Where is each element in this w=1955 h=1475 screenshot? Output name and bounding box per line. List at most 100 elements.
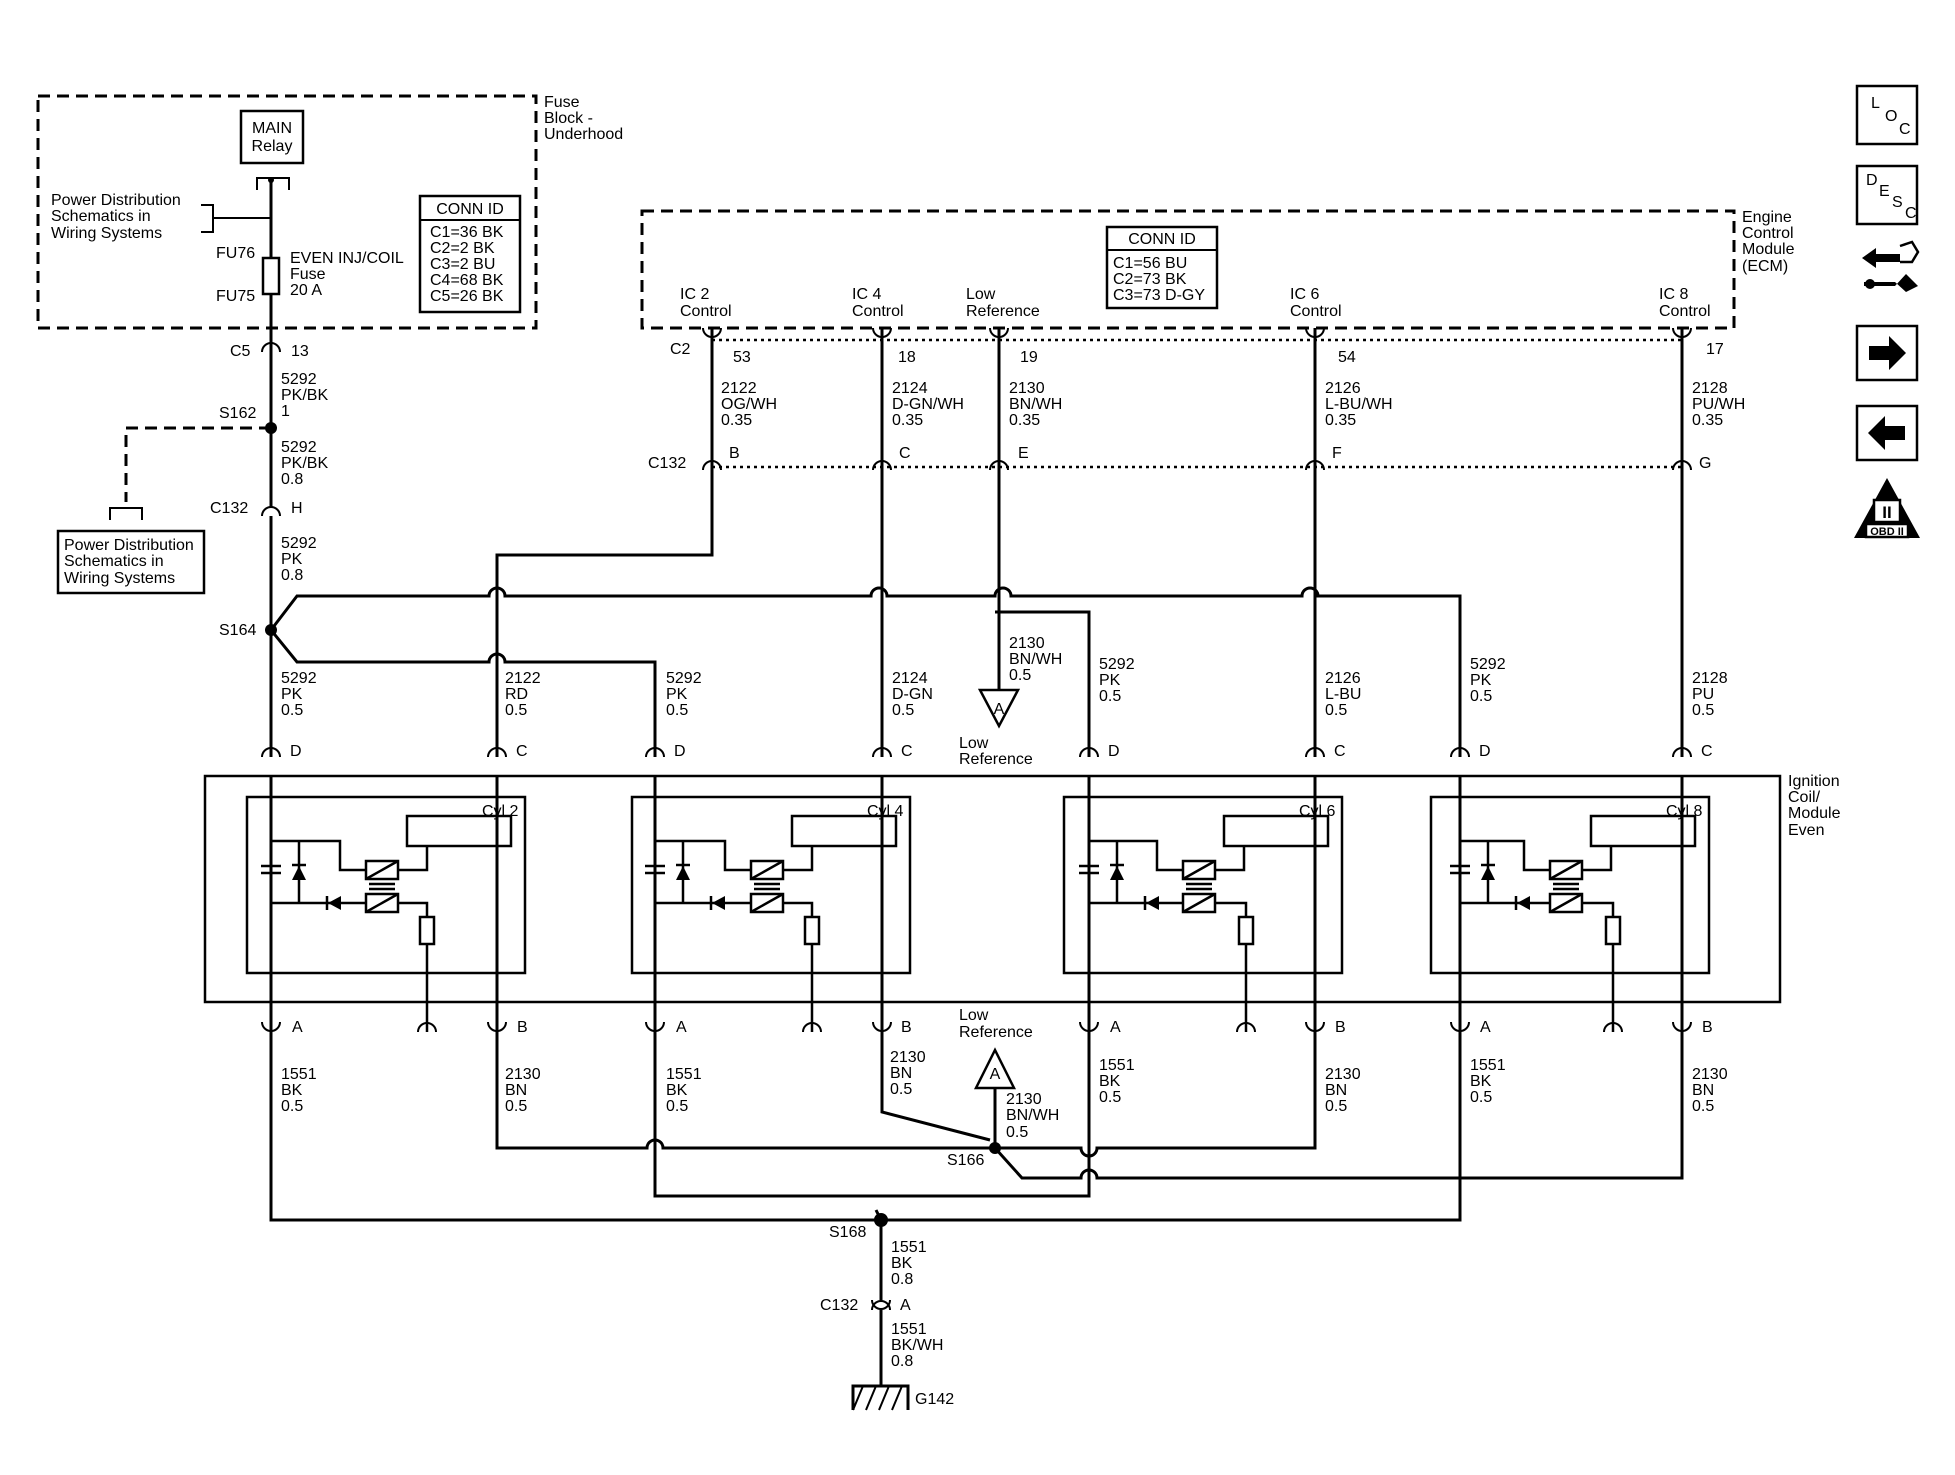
lowref-upper-2: Reference <box>959 751 1033 768</box>
c132-pin-c: C <box>899 445 911 462</box>
nav-desc-button[interactable]: D E S C <box>1855 164 1919 226</box>
cylinder-circuit-4: Cyl 4 <box>630 776 912 1032</box>
lower-b-2-a: 2130 <box>890 1049 926 1066</box>
lower-a-3-a: 1551 <box>1099 1057 1135 1074</box>
ground-wire1-3: 0.8 <box>891 1271 913 1288</box>
arrow-left-icon <box>1868 416 1905 450</box>
lower-a-2-c: 0.5 <box>666 1098 688 1115</box>
fuse-label-1: EVEN INJ/COIL <box>290 250 404 267</box>
coil-module-title-1: Ignition <box>1788 773 1840 790</box>
pin-a-2: A <box>676 1019 687 1036</box>
ecm-pin-lowref-2: Reference <box>966 303 1040 320</box>
pin-b-1: B <box>517 1019 528 1036</box>
even-inj-coil-fuse: FU76 FU75 EVEN INJ/COIL Fuse 20 A <box>216 180 404 352</box>
offpage-a-upper-letter: A <box>994 701 1005 718</box>
coil-module-title-4: Even <box>1788 822 1824 839</box>
ecm-conn-id-3: C3=73 D-GY <box>1113 287 1205 304</box>
ecm-pin-ic2-2: Control <box>680 303 732 320</box>
fuse-block-title-2: Block - <box>544 110 593 127</box>
fuse-label-3: 20 A <box>290 282 322 299</box>
lower-a-4-b: BK <box>1470 1073 1492 1090</box>
power-feed: C5 13 5292 PK/BK 1 S162 Power Distributi… <box>56 342 1462 757</box>
c5-pin: 13 <box>291 343 309 360</box>
ground-c132-pin: A <box>900 1297 911 1314</box>
nav-forward-button[interactable] <box>1855 324 1919 382</box>
power-dist-top-1: Power Distribution <box>51 192 181 209</box>
lower-b-2-b: BN <box>890 1065 912 1082</box>
nav-loc-button[interactable]: L O C <box>1855 84 1919 146</box>
obd-ii-roman: II <box>1882 503 1891 522</box>
wire-5292-b-1: 5292 <box>281 439 317 456</box>
splice-s166 <box>989 1142 1001 1154</box>
c132-pin-e: E <box>1018 445 1029 462</box>
desc-letter-s: S <box>1892 194 1903 211</box>
c132-label: C132 <box>648 455 686 472</box>
obd-ii-icon[interactable]: II OBD II <box>1854 478 1920 539</box>
pin-b-3: B <box>1335 1019 1346 1036</box>
cylinder-label-3: Cyl 6 <box>1299 803 1336 820</box>
ecm-title-2: Control <box>1742 225 1794 242</box>
ecm-c2-pin-54: 54 <box>1338 349 1356 366</box>
upper-pk-3-a: 5292 <box>1099 656 1135 673</box>
lower-b-4-a: 2130 <box>1692 1066 1728 1083</box>
pin-b-4: B <box>1702 1019 1713 1036</box>
main-relay-label-2: Relay <box>252 138 293 155</box>
lower-b-3-a: 2130 <box>1325 1066 1361 1083</box>
pin-c-2: C <box>901 743 913 760</box>
pin-a-1: A <box>292 1019 303 1036</box>
ecm-title-3: Module <box>1742 241 1795 258</box>
c132-pin-g: G <box>1699 455 1711 472</box>
fuse-conn-id-4: C4=68 BK <box>430 272 504 289</box>
coil-upper-terminals: D C D C D C D C <box>261 743 1713 760</box>
wire-2130-1: 2130 <box>1009 380 1045 397</box>
ecm-pin-ic8-1: IC 8 <box>1659 286 1688 303</box>
c132-pin-b: B <box>729 445 740 462</box>
connector-wrench-icon[interactable] <box>1862 240 1920 292</box>
c132-connector: C132 B C E F G <box>648 445 1711 472</box>
ground-wire2-3: 0.8 <box>891 1353 913 1370</box>
ecm-pin-ic6-2: Control <box>1290 303 1342 320</box>
nav-back-button[interactable] <box>1855 404 1919 462</box>
lower-a-1-c: 0.5 <box>281 1098 303 1115</box>
upper-c-4-c: 0.5 <box>1692 702 1714 719</box>
ecm-c2-pin-17: 17 <box>1706 341 1724 358</box>
upper-pk-2-c: 0.5 <box>666 702 688 719</box>
cylinder-label-4: Cyl 8 <box>1666 803 1703 820</box>
lower-a-1-a: 1551 <box>281 1066 317 1083</box>
s166-wire-2: BN/WH <box>1006 1107 1059 1124</box>
pin-c-4: C <box>1701 743 1713 760</box>
pin-a-4: A <box>1480 1019 1491 1036</box>
desc-letter-e: E <box>1879 183 1890 200</box>
ecm-control-wires: 2122 OG/WH 0.35 2124 D-GN/WH 0.35 2130 B… <box>495 328 1745 757</box>
lower-a-4-a: 1551 <box>1470 1057 1506 1074</box>
wire-2122-1: 2122 <box>721 380 757 397</box>
ecm-pin-lowref-1: Low <box>966 286 996 303</box>
cylinder-circuit-6: Cyl 6 <box>1062 776 1344 1032</box>
c5-label: C5 <box>230 343 251 360</box>
pin-d-4: D <box>1479 743 1491 760</box>
lower-b-1-b: BN <box>505 1082 527 1099</box>
ecm-pin-ic4-1: IC 4 <box>852 286 881 303</box>
ground-g142-label: G142 <box>915 1391 954 1408</box>
lower-b-2-c: 0.5 <box>890 1081 912 1098</box>
upper-c-2-b: D-GN <box>892 686 933 703</box>
fuse-conn-id-title: CONN ID <box>436 201 504 218</box>
desc-letter-d: D <box>1866 172 1878 189</box>
pin-d-2: D <box>674 743 686 760</box>
upper-pk-3-c: 0.5 <box>1099 688 1121 705</box>
wire-2122-3: 0.35 <box>721 412 752 429</box>
upper-c-3-a: 2126 <box>1325 670 1361 687</box>
ecm-c2-pin-19: 19 <box>1020 349 1038 366</box>
lower-a-3-b: BK <box>1099 1073 1121 1090</box>
fuse-top-id: FU76 <box>216 245 255 262</box>
power-distribution-ref-top: Power Distribution Schematics in Wiring … <box>51 192 271 242</box>
ground-wire2-2: BK/WH <box>891 1337 943 1354</box>
wire-2130-2: BN/WH <box>1009 396 1062 413</box>
obd-ii-label: OBD II <box>1870 526 1904 538</box>
offpage-connector-a-lower <box>973 1047 1017 1090</box>
ecm-conn-id: CONN ID C1=56 BU C2=73 BK C3=73 D-GY <box>1105 225 1219 310</box>
wire-5292-a-2: PK/BK <box>281 387 328 404</box>
lower-a-2-a: 1551 <box>666 1066 702 1083</box>
wire-2124-3: 0.35 <box>892 412 923 429</box>
